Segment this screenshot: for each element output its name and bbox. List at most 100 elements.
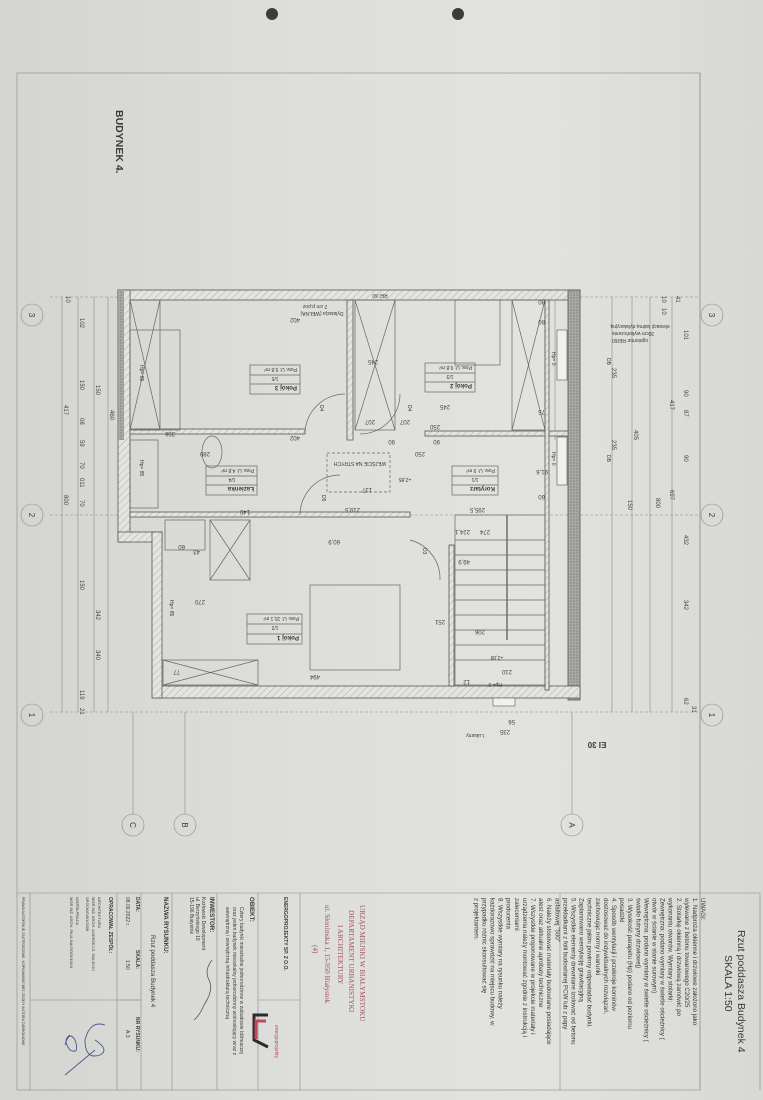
dimension-label: 43	[193, 548, 200, 554]
dimension-label: 402	[289, 316, 300, 322]
dimension-label: 289	[199, 450, 210, 456]
drawing-date: 08.09.2022 r.	[124, 897, 130, 926]
plan-labels-attic-entry: WEJŚCIE NA STRYCH	[334, 460, 387, 468]
plan-labels-firewall-2: 30cm wykończenie	[612, 330, 654, 336]
dimension-label: 08	[78, 418, 84, 425]
company-name: ENERGOPROJEKTY SP. Z O.O.	[282, 897, 288, 971]
investor-lines-0: Kozłowski Development	[200, 897, 206, 951]
dimension-label: 80	[538, 318, 545, 324]
dimension-label: 60	[178, 543, 185, 549]
plan-labels-firewall-1: ogniomur REI60	[612, 337, 648, 343]
note-line: urządzenia należy montować zgodnie z ins…	[521, 898, 528, 1037]
dimension-label: 90	[388, 438, 395, 444]
note-line: 2. Stolarkę okienną i drzwiową zamówić p…	[675, 898, 682, 1017]
sheet-title: Rzut poddasza Budynek 4	[735, 930, 747, 1053]
notes-heading: UWAGI:	[699, 898, 706, 921]
dimension-label: 207	[399, 418, 410, 424]
plan-rooms-4-name: Pokój 1	[276, 634, 299, 641]
dimension-label: 342	[94, 610, 100, 621]
dimension-label: 101	[682, 330, 688, 341]
dimension-labels: 1010215008597001170150342150119218004173…	[62, 296, 696, 734]
room-label-lazienka: Łazienka 1/4 Pow. U: 4,8 m²	[205, 465, 258, 496]
dimension-label: 140	[239, 508, 250, 514]
plan-rooms-1-num: 1/3	[446, 373, 453, 379]
plan-labels-level-1: +2,85	[398, 476, 411, 482]
plan-labels-ei: EI 30	[587, 740, 606, 749]
axis-c: C	[121, 813, 145, 837]
title-block: Rzut poddasza Budynek 4 SKALA 1:50 UWAGI…	[21, 893, 747, 1090]
dimension-label: 87	[682, 410, 688, 417]
stamp-line: ul. Słonimska 1, 15-950 Białystok	[323, 905, 331, 1004]
designer-signature	[64, 1023, 106, 1076]
note-line: asfaltowej "500"	[553, 898, 560, 942]
drawing-team-label: OPRACOWAŁ ZESPÓŁ:	[107, 897, 115, 953]
dimension-label: 59	[78, 440, 84, 447]
plan-labels-level-2: +2,08	[490, 654, 503, 660]
dimension-label: 417	[62, 405, 68, 416]
plan-rooms-0-name: Pokój 3	[274, 384, 297, 391]
dimension-label: 56	[508, 718, 515, 724]
note-line: każdorazowo sprawdzić na miejscu budowy,…	[489, 898, 496, 1026]
note-line: dostosować do indywidualnych rozwiązań,	[602, 898, 609, 1015]
plan-rooms-4-num: 1/2	[271, 624, 278, 630]
drawing-team-3: WSPÓŁPRACA	[75, 897, 80, 926]
note-line: atest oraz aktualne aprobaty techniczne	[537, 898, 544, 1008]
note-line: 8. Wszystkie wymiary na rysunku należy	[497, 898, 504, 1010]
dimension-label: 70	[78, 462, 84, 469]
axis-b: B	[173, 813, 197, 837]
room-label-pokoj-3: Pokój 3 1/5 Pow. U: 9,8 m²	[249, 364, 301, 395]
note-line: 7. Wszystkie proponowane w projekcie mat…	[529, 898, 536, 1035]
dimension-label: 274	[479, 528, 490, 534]
plan-rooms-3-area: Pow. U: 4,8 m²	[221, 467, 254, 473]
grid-axes-1: 2	[707, 513, 716, 518]
plan-labels-dilatation-1: Dylatacja (WEŁNA)	[300, 310, 343, 316]
note-line: przekładkami z folii budowlanej PCW lub …	[561, 898, 568, 1030]
dimension-label: 137	[361, 486, 372, 492]
axis-3-left: 3	[20, 303, 44, 327]
stamp-line: (4)	[311, 945, 319, 954]
dimension-label: 235	[610, 440, 616, 451]
dimension-label: 91,6	[536, 468, 548, 474]
dimension-label: 60,9	[328, 538, 340, 544]
dimension-label: 250	[429, 423, 440, 429]
note-line: z projektantem.	[472, 898, 479, 941]
dimension-label: 41	[674, 296, 680, 303]
dimension-label: 207	[364, 418, 375, 424]
note-line: 3. Wysokość parapetu (Hp) podano od pozi…	[626, 898, 633, 1030]
note-line: Zaplanowano wentylację grawitacyjną	[578, 898, 585, 1002]
drawing-team-2: SPOOK/0451/2008	[85, 897, 90, 932]
note-line: wylewane z betonu towarowego C20/25	[683, 897, 690, 1008]
axis-1-right: 1	[700, 703, 724, 727]
dimension-label: 31	[690, 706, 696, 713]
axis-1-left: 1	[20, 703, 44, 727]
dimension-label: 494	[309, 673, 320, 679]
grid-axes-1: 2	[27, 513, 36, 518]
company-logo-text: energoprojekty	[273, 1025, 279, 1059]
drawing-date-label: DATA:	[134, 897, 140, 912]
grid-axes-0: 3	[707, 313, 716, 318]
axis-3-right: 3	[700, 303, 724, 327]
building-walls	[117, 289, 581, 707]
dimension-label: 235	[610, 368, 616, 379]
plan-labels-db2: DB	[605, 455, 611, 463]
dimension-label: 21	[78, 708, 84, 715]
dimension-label: 62	[682, 698, 688, 705]
building-label: BUDYNEK 4.	[113, 110, 125, 174]
punch-hole	[266, 8, 278, 20]
dimension-label: 800	[654, 498, 660, 509]
plan-rooms-2-num: 1/1	[471, 476, 478, 482]
dimension-label: 270	[194, 598, 205, 604]
plan-rooms-3-name: Łazienka	[227, 485, 254, 492]
note-line: przypadku różnic skonsultować się	[480, 898, 487, 994]
drawing-name-label: NAZWA RYSUNKU:	[162, 897, 169, 954]
dimension-label: 77	[173, 668, 180, 674]
drawing-team-1: MGR INŻ. ARCH. ANDRZEJ Z. GALECKI	[91, 897, 96, 971]
room-label-korytarz: Korytarz 1/1 Pow. U: 9 m²	[451, 465, 499, 496]
note-line: 5. Wszystkie elementy drewniane izolować…	[570, 898, 577, 1045]
investor-signature	[193, 959, 213, 1021]
note-line: 1. Nadproża okienne i drzwiowe założono …	[691, 898, 698, 1026]
dimension-label: 90	[682, 455, 688, 462]
drawing-scale-label: SKALA:	[134, 950, 140, 969]
dimension-label: 10	[660, 296, 666, 303]
dimension-label: 697	[668, 490, 674, 501]
